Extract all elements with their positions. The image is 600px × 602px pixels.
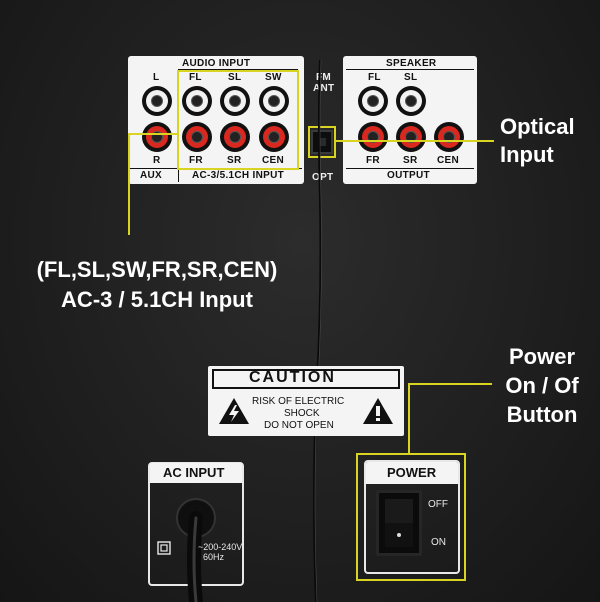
optical-highlight — [308, 126, 336, 158]
power-title: POWER — [387, 465, 437, 480]
output-sr-label: SR — [403, 155, 418, 166]
optical-callout-line1: Optical — [500, 114, 575, 139]
warning-icon — [219, 398, 249, 424]
power-header — [366, 462, 458, 484]
ac3-callout-line-v — [128, 133, 130, 235]
ac-input-header — [150, 463, 242, 483]
input-sr-label: SR — [227, 155, 242, 166]
output-label: OUTPUT — [387, 170, 430, 181]
aux-right-jack[interactable] — [142, 122, 172, 152]
double-insulation-icon — [157, 541, 171, 555]
ac-input-frequency: 60Hz — [203, 552, 225, 562]
ac3-callout-line1: (FL,SL,SW,FR,SR,CEN) — [36, 257, 278, 282]
optical-callout: Optical Input — [500, 113, 575, 169]
speaker-title: SPEAKER — [386, 58, 437, 69]
power-off-label: OFF — [428, 499, 448, 510]
input-sw-jack[interactable] — [259, 86, 289, 116]
aux-left-jack[interactable] — [142, 86, 172, 116]
output-fl-label: FL — [368, 72, 381, 83]
caution-title: CAUTION — [249, 369, 336, 386]
input-sl-jack[interactable] — [220, 86, 250, 116]
fm-label: FM — [316, 72, 332, 83]
output-sl-jack[interactable] — [396, 86, 426, 116]
output-fr-label: FR — [366, 155, 380, 166]
audio-input-title-rule — [178, 69, 298, 70]
speaker-output-panel — [343, 56, 477, 184]
output-sl-label: SL — [404, 72, 418, 83]
output-sr-jack[interactable] — [396, 122, 426, 152]
power-callout-line1: Power — [508, 344, 576, 369]
optical-callout-line2: Input — [500, 142, 554, 167]
input-sw-label: SW — [265, 72, 282, 83]
aux-label: AUX — [140, 170, 163, 181]
input-sl-label: SL — [228, 72, 242, 83]
power-on-label: ON — [431, 537, 446, 548]
power-callout-line-h — [408, 383, 492, 385]
ac3-callout-line-h — [128, 133, 178, 135]
power-switch-highlight — [356, 453, 466, 581]
input-sr-jack[interactable] — [220, 122, 250, 152]
ac3-input-highlight — [177, 70, 299, 170]
caution-title-bar — [212, 369, 400, 389]
speaker-title-rule — [346, 69, 474, 70]
caution-line3: DO NOT OPEN — [264, 420, 334, 431]
aux-right-label: R — [153, 155, 161, 166]
input-fl-label: FL — [189, 72, 202, 83]
opt-label: OPT — [312, 172, 334, 183]
power-callout-line3: Button — [506, 402, 578, 427]
aux-left-label: L — [153, 72, 160, 83]
output-cen-jack[interactable] — [434, 122, 464, 152]
audio-input-panel — [128, 56, 304, 184]
input-fr-label: FR — [189, 155, 203, 166]
input-cen-label: CEN — [262, 155, 285, 166]
power-rocker-switch[interactable] — [376, 490, 422, 556]
ac3-input-label: AC-3/5.1CH INPUT — [192, 170, 285, 181]
optical-port[interactable] — [311, 130, 333, 154]
ac-input-voltage: ~200-240V — [198, 542, 243, 552]
ac-input-title: AC INPUT — [163, 465, 225, 480]
output-label-rule — [346, 168, 474, 169]
ac3-callout: (FL,SL,SW,FR,SR,CEN) AC-3 / 5.1CH Input — [12, 255, 302, 315]
optical-callout-line — [336, 140, 494, 142]
power-callout-line2: On / Of — [505, 373, 579, 398]
caution-line1: RISK OF ELECTRIC — [252, 396, 345, 407]
input-fl-jack[interactable] — [182, 86, 212, 116]
output-cen-label: CEN — [437, 155, 460, 166]
output-fl-jack[interactable] — [358, 86, 388, 116]
caution-line2: SHOCK — [284, 408, 320, 419]
output-fr-jack[interactable] — [358, 122, 388, 152]
ac3-callout-line2: AC-3 / 5.1CH Input — [61, 287, 253, 312]
power-plate — [364, 460, 460, 574]
input-fr-jack[interactable] — [182, 122, 212, 152]
ant-label: ANT — [313, 83, 335, 94]
power-callout: Power On / Of Button — [492, 342, 592, 429]
input-cen-jack[interactable] — [259, 122, 289, 152]
warning-icon — [363, 398, 393, 424]
audio-input-title: AUDIO INPUT — [182, 58, 251, 69]
power-callout-line-v — [408, 383, 410, 453]
